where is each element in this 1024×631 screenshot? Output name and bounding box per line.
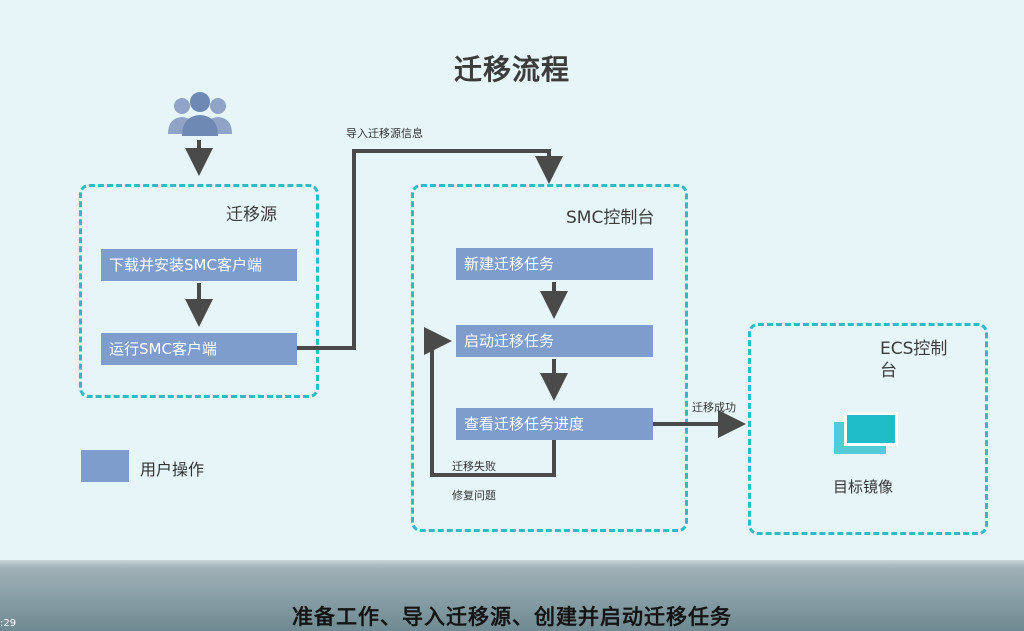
smc-console-zone	[411, 184, 688, 532]
step-view-progress: 查看迁移任务进度	[456, 408, 653, 440]
ecs-console-zone	[748, 323, 988, 535]
smc-console-title: SMC控制台	[566, 208, 655, 228]
page-title: 迁移流程	[453, 53, 570, 86]
legend-swatch	[81, 450, 129, 482]
video-caption-bar	[0, 560, 1024, 631]
fix-label: 修复问题	[452, 489, 496, 502]
arrow-import-source	[297, 149, 563, 350]
arrow-fail-retry	[424, 327, 556, 477]
migration-source-title: 迁移源	[226, 205, 277, 225]
video-caption: 准备工作、导入迁移源、创建并启动迁移任务	[292, 605, 732, 629]
legend-label: 用户操作	[140, 460, 205, 479]
migration-source-zone	[79, 184, 319, 398]
fail-label: 迁移失败	[452, 460, 496, 473]
target-image-label: 目标镜像	[833, 478, 894, 496]
step-create-task: 新建迁移任务	[456, 248, 653, 280]
step-download-install-smc: 下载并安装SMC客户端	[101, 249, 297, 281]
users-icon	[168, 92, 232, 136]
ecs-console-title: ECS控制 台	[880, 339, 948, 381]
image-icon	[834, 412, 898, 454]
import-source-label: 导入迁移源信息	[346, 127, 423, 140]
success-label: 迁移成功	[692, 401, 736, 414]
step-start-task: 启动迁移任务	[456, 325, 653, 357]
video-timecode: :29	[0, 618, 17, 629]
step-run-smc-client: 运行SMC客户端	[101, 333, 297, 365]
